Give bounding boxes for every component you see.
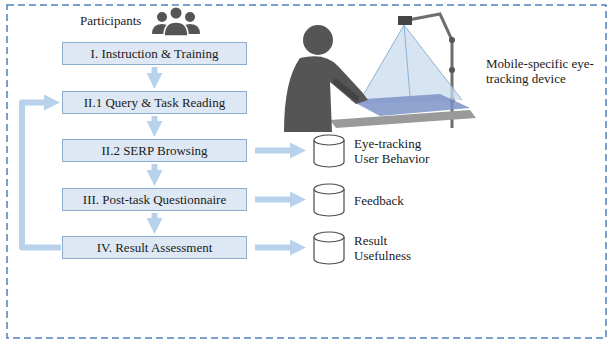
data-label: Eye-tracking User Behavior bbox=[354, 136, 440, 166]
eye-tracking-illustration bbox=[284, 14, 476, 132]
flow-arrow bbox=[152, 116, 158, 127]
data-label: Result Usefulness bbox=[354, 233, 440, 263]
device-label: Mobile-specific eye-tracking device bbox=[486, 56, 604, 86]
process-box: II.2 SERP Browsing bbox=[62, 139, 247, 162]
participants-icon bbox=[152, 8, 200, 37]
process-box: II.1 Query & Task Reading bbox=[62, 91, 247, 114]
step-label: II.2 SERP Browsing bbox=[95, 143, 213, 158]
process-box: I. Instruction & Training bbox=[62, 42, 247, 65]
flow-arrow bbox=[255, 148, 296, 154]
process-box: IV. Result Assessment bbox=[62, 236, 247, 259]
flow-arrow bbox=[152, 213, 158, 224]
step-label: IV. Result Assessment bbox=[91, 240, 219, 255]
flow-arrow bbox=[152, 67, 158, 79]
database-node: Feedback bbox=[312, 182, 440, 218]
database-cylinder bbox=[312, 230, 346, 266]
database-node: Result Usefulness bbox=[312, 230, 440, 266]
step-label: II.1 Query & Task Reading bbox=[78, 95, 231, 110]
data-label: Feedback bbox=[354, 193, 440, 208]
step-label: I. Instruction & Training bbox=[85, 46, 225, 61]
step-label: III. Post-task Questionnaire bbox=[77, 192, 232, 207]
dashed-frame bbox=[7, 5, 606, 338]
process-box: III. Post-task Questionnaire bbox=[62, 188, 247, 211]
database-cylinder bbox=[312, 133, 346, 169]
flow-arrow bbox=[255, 245, 296, 251]
flow-arrow bbox=[152, 164, 158, 176]
participants-label: Participants bbox=[80, 13, 141, 28]
database-node: Eye-tracking User Behavior bbox=[312, 133, 440, 169]
flow-arrow bbox=[22, 103, 61, 248]
database-cylinder bbox=[312, 182, 346, 218]
flow-arrow bbox=[255, 197, 296, 203]
